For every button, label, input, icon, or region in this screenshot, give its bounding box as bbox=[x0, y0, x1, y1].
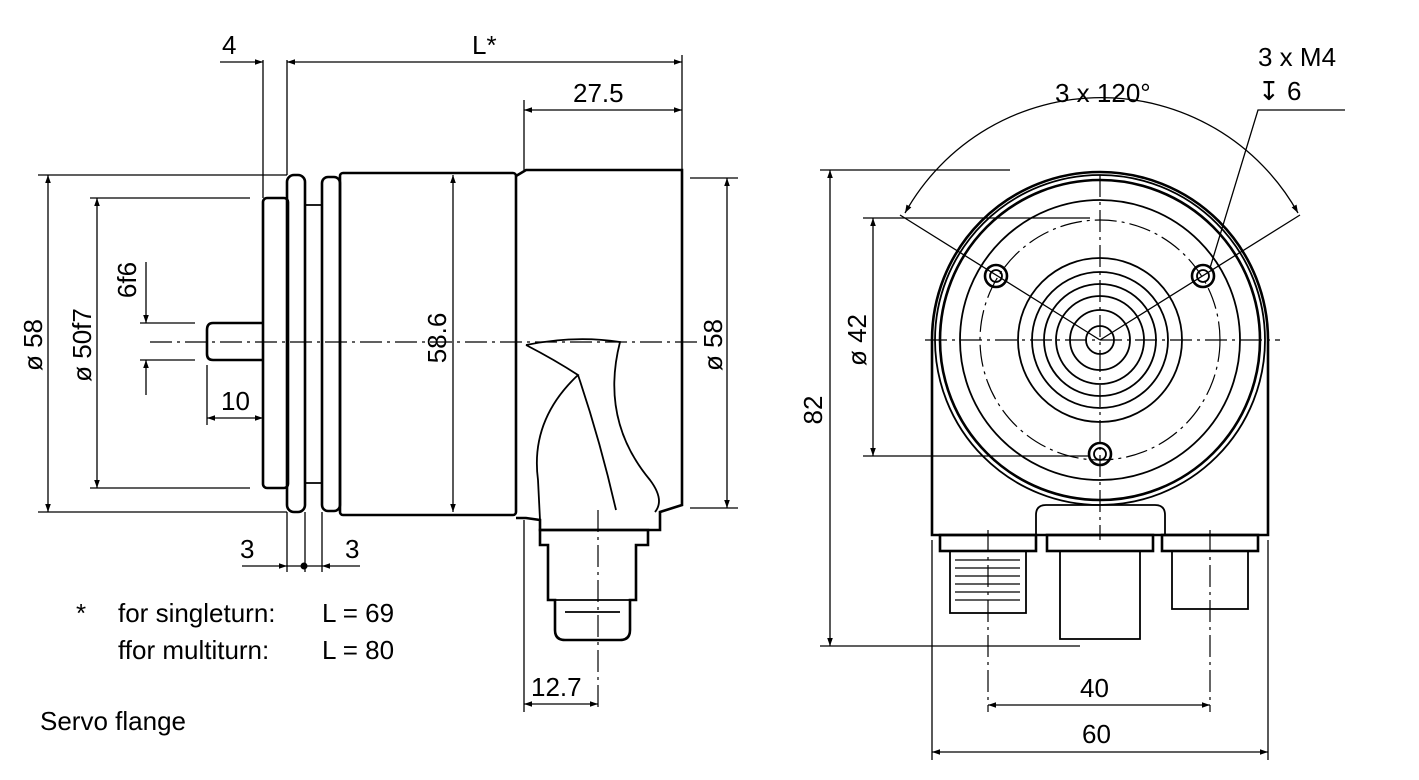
dim-outer-diameter: ø 58 bbox=[18, 319, 48, 371]
front-housing bbox=[930, 170, 1270, 537]
dim-height: 82 bbox=[798, 396, 828, 425]
dim-thread: 3 x M4 bbox=[1258, 42, 1336, 72]
dim-connector-spacing: 40 bbox=[1080, 673, 1109, 703]
groove-ring bbox=[320, 175, 342, 513]
caption: Servo flange bbox=[40, 706, 186, 736]
cable-connector bbox=[538, 528, 650, 642]
dim-right-diameter: ø 58 bbox=[698, 319, 728, 371]
dim-width: 60 bbox=[1082, 719, 1111, 749]
dim-bolt-circle: ø 42 bbox=[842, 314, 872, 366]
spigot bbox=[261, 196, 290, 490]
dim-spigot-diameter: ø 50f7 bbox=[67, 308, 97, 382]
dim-length: L* bbox=[472, 30, 497, 60]
dim-body-diameter: 58.6 bbox=[422, 313, 452, 364]
dim-gap-left: 3 bbox=[240, 534, 254, 564]
note-multiturn-value: L = 80 bbox=[322, 635, 395, 665]
dim-connector: 27.5 bbox=[573, 78, 624, 108]
note-singleturn-value: L = 69 bbox=[322, 598, 395, 628]
note-asterisk: * bbox=[76, 598, 87, 628]
note-singleturn-label: for singleturn: bbox=[118, 598, 276, 628]
dim-shaft-length: 10 bbox=[221, 386, 250, 416]
dim-gap-right: 3 bbox=[345, 534, 359, 564]
connector-housing bbox=[515, 168, 684, 532]
dim-connector-offset: 12.7 bbox=[531, 672, 582, 702]
note-multiturn-label: ffor multiturn: bbox=[118, 635, 270, 665]
side-view: 4 L* 27.5 ø 58 ø 50f7 6f6 10 58.6 ø 58 3… bbox=[18, 30, 738, 712]
connector-center bbox=[1045, 533, 1155, 640]
dim-angle: 3 x 120° bbox=[1055, 78, 1151, 108]
housing-body bbox=[338, 171, 518, 517]
dim-flange: 4 bbox=[222, 30, 236, 60]
front-view: 3 x 120° 3 x M4 ↧ 6 82 ø 42 40 60 bbox=[798, 42, 1345, 760]
dim-shaft-diameter: 6f6 bbox=[112, 262, 142, 298]
flange-ring bbox=[285, 173, 307, 514]
dim-depth: ↧ 6 bbox=[1258, 76, 1301, 106]
